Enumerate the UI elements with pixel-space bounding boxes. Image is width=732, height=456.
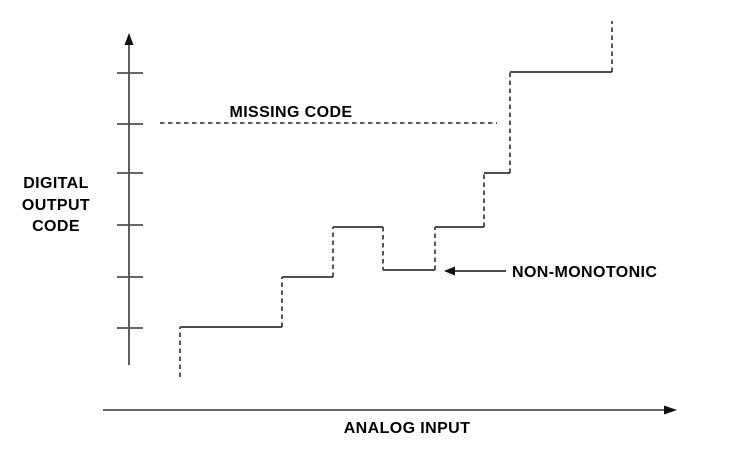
axes-group — [103, 33, 677, 415]
y-axis-label-line2: OUTPUT — [22, 197, 90, 214]
y-axis-label-line3: CODE — [32, 218, 80, 235]
non-monotonic-arrow-group — [444, 266, 506, 276]
non-monotonic-left-arrowhead-icon — [444, 266, 455, 276]
y-axis-label-line1: DIGITAL — [23, 175, 89, 192]
missing-code-label: MISSING CODE — [229, 104, 352, 121]
ticks-group — [117, 72, 143, 329]
x-axis-right-arrowhead-icon — [664, 405, 677, 415]
x-axis-label: ANALOG INPUT — [344, 420, 471, 437]
staircase-group — [179, 21, 613, 377]
non-monotonic-label: NON-MONOTONIC — [512, 264, 657, 281]
y-axis-up-arrowhead-icon — [124, 33, 134, 45]
y-axis-label: DIGITAL OUTPUT CODE — [22, 175, 90, 235]
